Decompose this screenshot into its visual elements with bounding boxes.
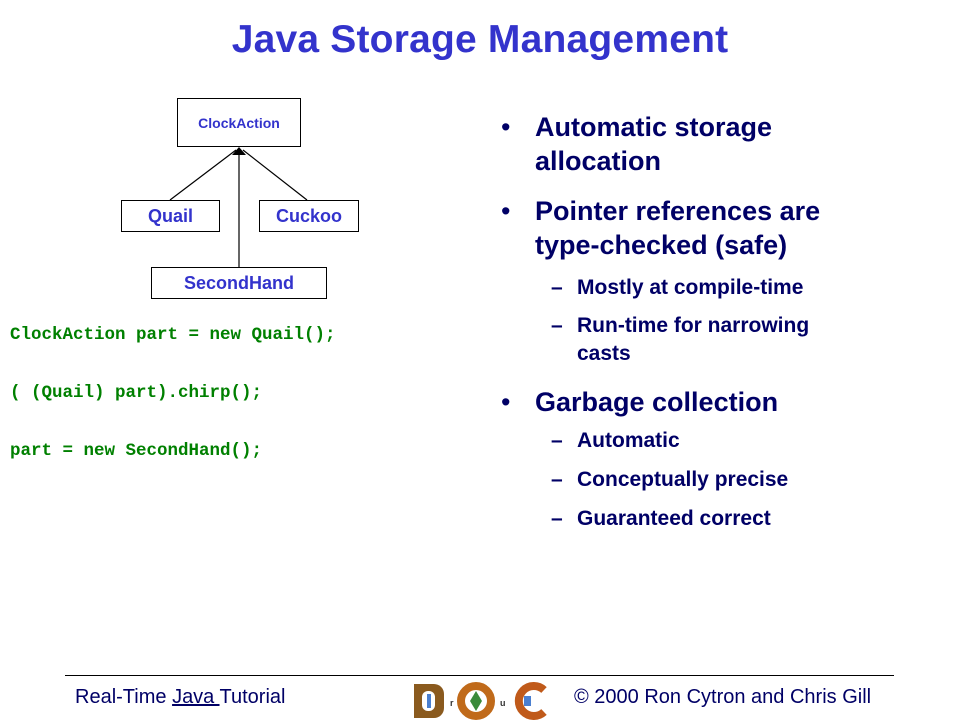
class-box-quail: Quail xyxy=(121,200,220,232)
bullet-item: • Automatic storage allocation xyxy=(501,110,773,178)
sub-bullet-item: – Guaranteed correct xyxy=(551,505,771,533)
sub-bullet-line: casts xyxy=(577,342,631,365)
code-line: ClockAction part = new Quail(); xyxy=(10,325,336,345)
sub-bullet-line: Mostly at compile-time xyxy=(577,276,804,299)
footer-prefix: Real-Time xyxy=(75,686,173,708)
bullet-line: Automatic storage xyxy=(535,112,773,142)
footer-copyright: © 2000 Ron Cytron and Chris Gill xyxy=(574,686,872,708)
footer-java-link[interactable]: Java xyxy=(172,686,220,708)
sub-bullet-dash-icon: – xyxy=(551,276,563,299)
class-box-clockaction: ClockAction xyxy=(177,98,301,147)
class-box-cuckoo: Cuckoo xyxy=(259,200,359,232)
code-line: part = new SecondHand(); xyxy=(10,441,263,461)
bullet-line: allocation xyxy=(535,146,662,176)
logo-letter-u: u xyxy=(500,698,506,708)
sub-bullet-dash-icon: – xyxy=(551,429,563,452)
inheritance-arrowhead xyxy=(232,147,246,155)
footer-divider xyxy=(65,675,894,676)
footer-course-title: Real-Time Java Tutorial xyxy=(75,686,285,709)
bullet-item: • Garbage collection xyxy=(501,385,779,419)
class-box-secondhand: SecondHand xyxy=(151,267,327,299)
bullet-line: type-checked (safe) xyxy=(535,230,788,260)
sub-bullet-dash-icon: – xyxy=(551,507,563,530)
connector-quail xyxy=(169,149,237,201)
sub-bullet-line: Automatic xyxy=(577,429,680,452)
footer-suffix: Tutorial xyxy=(219,686,286,708)
bullet-dot-icon: • xyxy=(501,387,511,417)
connector-cuckoo xyxy=(242,149,308,201)
bullet-line: Garbage collection xyxy=(535,387,779,417)
sub-bullet-dash-icon: – xyxy=(551,468,563,491)
bullet-dot-icon: • xyxy=(501,112,511,142)
sub-bullet-line: Guaranteed correct xyxy=(577,507,771,530)
sub-bullet-line: Run-time for narrowing xyxy=(577,314,810,337)
sub-bullet-line: Conceptually precise xyxy=(577,468,789,491)
inheritance-connectors xyxy=(169,149,308,267)
bullet-item: • Pointer references are type-checked (s… xyxy=(501,194,821,262)
sub-bullet-dash-icon: – xyxy=(551,314,563,337)
sub-bullet-item: – Conceptually precise xyxy=(551,466,789,494)
bullet-line: Pointer references are xyxy=(535,196,821,226)
code-line: ( (Quail) part).chirp(); xyxy=(10,383,263,403)
sub-bullet-item: – Mostly at compile-time xyxy=(551,274,804,302)
doc-group-logo-icon: r u xyxy=(414,682,547,720)
bullet-list: • Automatic storage allocation • Pointer… xyxy=(501,110,821,533)
sub-bullet-item: – Run-time for narrowing casts xyxy=(551,312,810,368)
class-hierarchy-diagram xyxy=(169,147,308,267)
logo-letter-r: r xyxy=(450,698,454,708)
bullet-dot-icon: • xyxy=(501,196,511,226)
slide-title: Java Storage Management xyxy=(231,18,729,61)
sub-bullet-item: – Automatic xyxy=(551,427,680,455)
